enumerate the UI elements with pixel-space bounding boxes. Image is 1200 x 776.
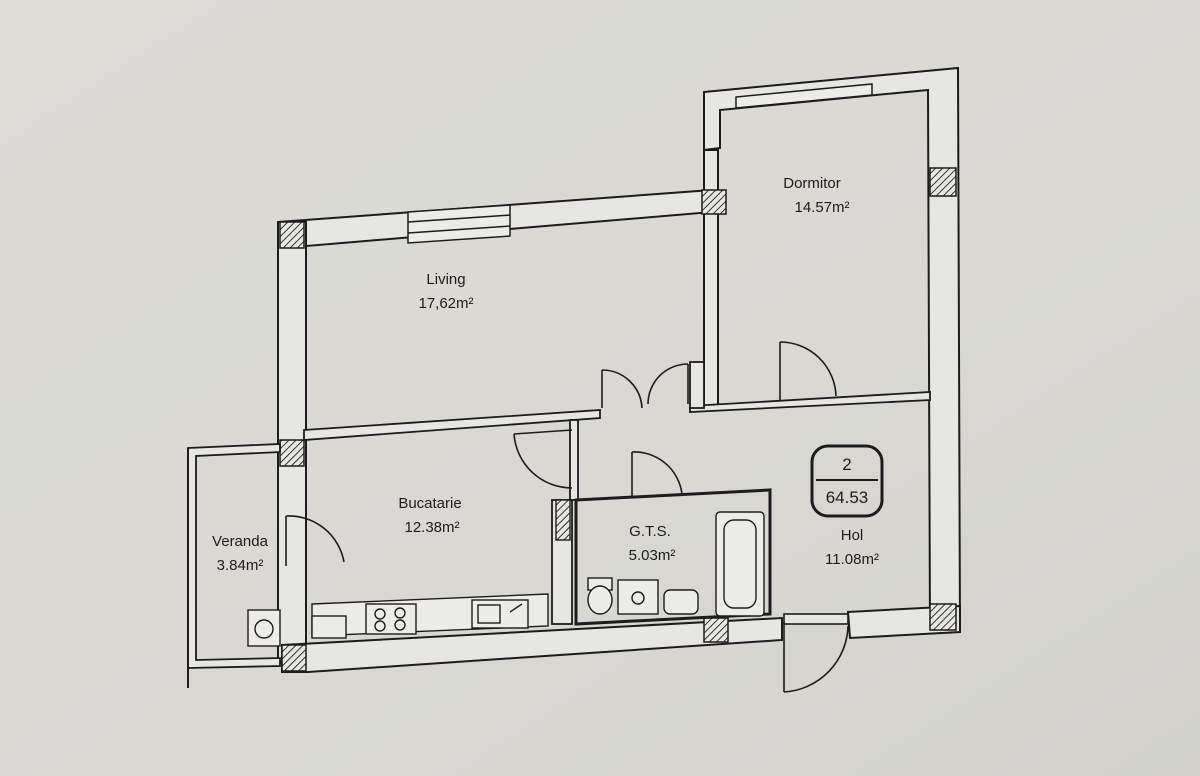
fixtures xyxy=(247,499,765,647)
room-area-veranda: 3.84m² xyxy=(217,557,264,574)
gts-outline xyxy=(574,488,772,626)
living-window xyxy=(407,204,511,244)
kitchen-hol-wall xyxy=(569,419,579,501)
room-name-bucatarie: Bucatarie xyxy=(398,495,461,512)
column-3 xyxy=(929,167,957,197)
bidet-icon xyxy=(663,589,699,615)
structural-columns xyxy=(279,167,957,672)
column-5 xyxy=(281,644,307,672)
room-area-hol: 11.08m² xyxy=(825,551,879,568)
room-area-gts: 5.03m² xyxy=(629,547,676,564)
room-name-veranda: Veranda xyxy=(212,533,269,550)
cabinet-icon xyxy=(311,615,347,639)
gts-door xyxy=(631,451,683,496)
column-4 xyxy=(279,439,305,467)
column-7 xyxy=(929,603,957,631)
column-6 xyxy=(703,617,729,643)
living-kitchen-wall xyxy=(303,409,601,441)
room-area-bucatarie: 12.38m² xyxy=(404,519,459,536)
room-name-hol: Hol xyxy=(841,527,864,544)
shaft-icon xyxy=(555,499,571,541)
room-name-gts: G.T.S. xyxy=(629,523,671,540)
toilet-icon xyxy=(587,577,613,615)
dormitor-window xyxy=(735,83,873,109)
column-1 xyxy=(279,221,305,249)
entrance-door xyxy=(783,613,849,693)
dormitor-door xyxy=(779,341,837,400)
column-2 xyxy=(701,189,727,215)
living-right-wall xyxy=(689,361,705,409)
apartment-badge: 2 64.53 xyxy=(810,444,884,518)
room-area-living: 17,62m² xyxy=(418,295,473,312)
veranda-wall xyxy=(187,443,281,669)
doors xyxy=(285,341,849,693)
hol-top-wall xyxy=(689,391,931,413)
living-double-door xyxy=(601,363,689,409)
apartment-badge-frame xyxy=(810,444,884,518)
room-labels: Dormitor 14.57m² Living 17,62m² Bucatari… xyxy=(212,175,879,574)
room-name-dormitor: Dormitor xyxy=(783,175,841,192)
dormitor-left-wall xyxy=(703,149,719,409)
kitchen-door xyxy=(513,429,573,489)
veranda-door xyxy=(285,515,345,566)
washbasin-icon xyxy=(617,579,659,615)
apartment-number: 2 xyxy=(842,455,851,474)
apartment-total-area: 64.53 xyxy=(826,488,869,507)
room-name-living: Living xyxy=(426,271,465,288)
room-area-dormitor: 14.57m² xyxy=(794,199,849,216)
stove-icon xyxy=(365,603,417,635)
